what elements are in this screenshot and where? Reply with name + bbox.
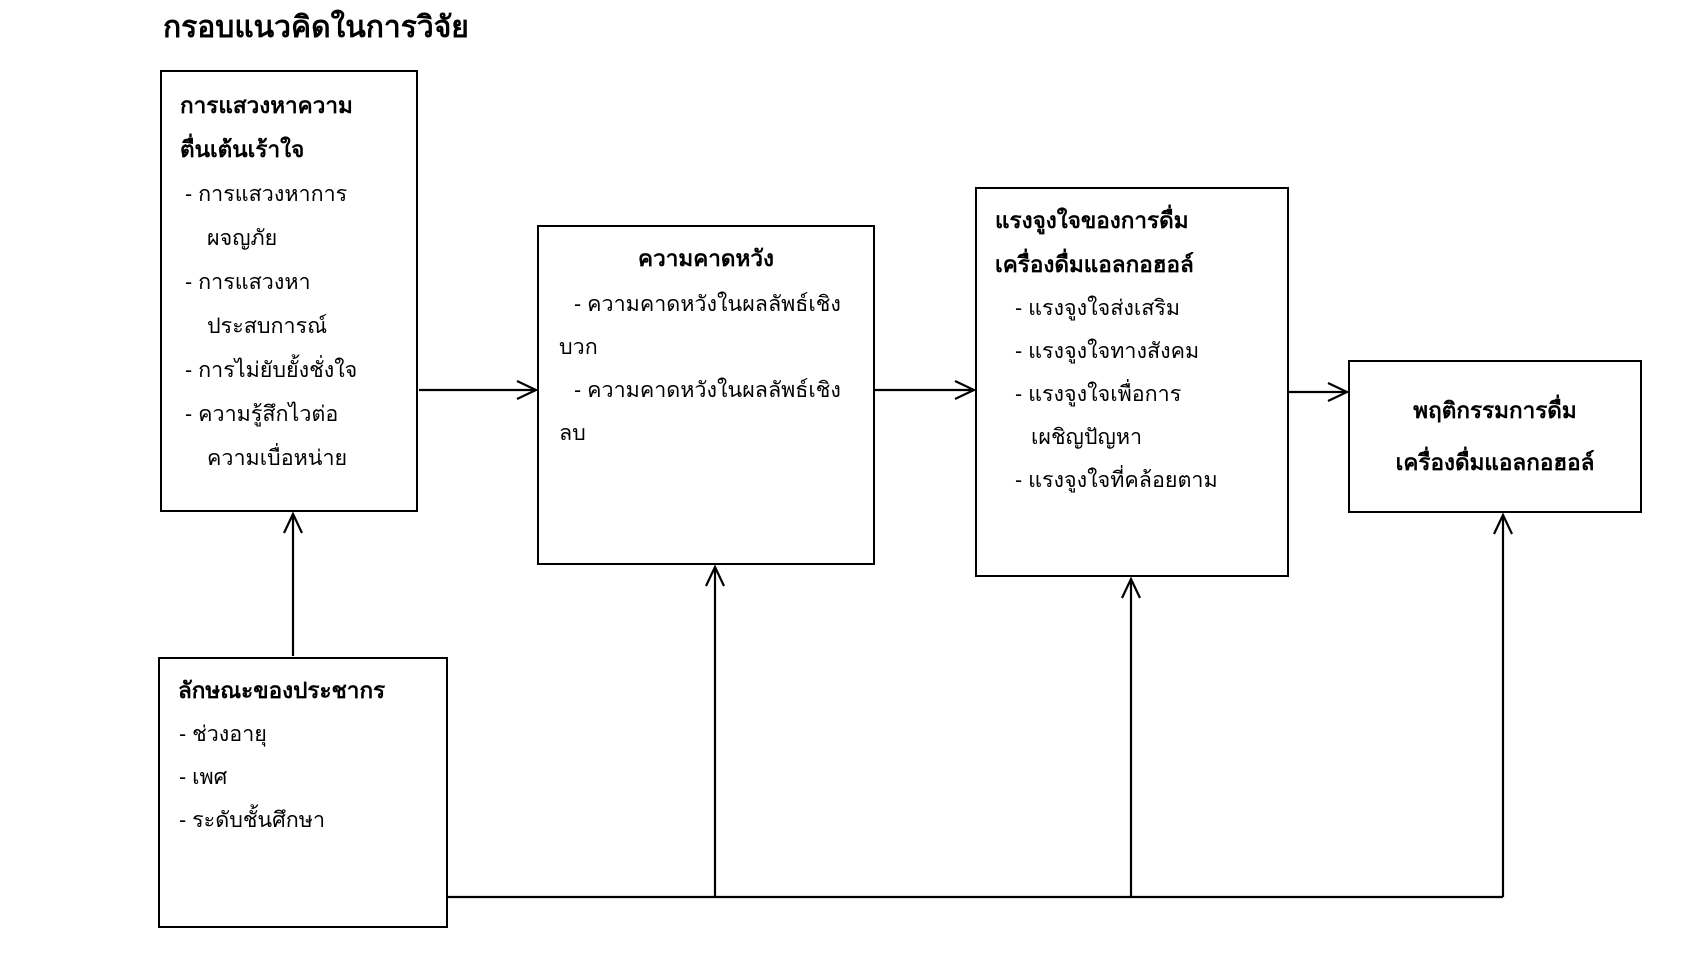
diagram-title: กรอบแนวคิดในการวิจัย xyxy=(163,11,469,44)
list-line: - เพศ xyxy=(179,765,228,789)
list-line: ลบ xyxy=(559,421,586,445)
box-heading-line: พฤติกรรมการดื่ม xyxy=(1413,397,1577,423)
box-drinking-motives: แรงจูงใจของการดื่ม เครื่องดื่มแอลกอฮอล์ … xyxy=(975,187,1289,577)
list-line: - แรงจูงใจทางสังคม xyxy=(1015,339,1200,363)
box-heading-line: ตื่นเต้นเร้าใจ xyxy=(180,137,305,162)
list-line: ประสบการณ์ xyxy=(207,314,328,338)
list-line: บวก xyxy=(559,335,598,359)
box-heading-line: เครื่องดื่มแอลกอฮอล์ xyxy=(995,252,1194,277)
list-line: - การแสวงหา xyxy=(185,270,311,294)
list-line: - การไม่ยับยั้งชั่งใจ xyxy=(185,358,358,382)
box-heading: ลักษณะของประชากร xyxy=(178,678,386,703)
list-line: - ระดับชั้นศึกษา xyxy=(179,808,326,832)
list-line: - ช่วงอายุ xyxy=(179,722,267,746)
list-line: - แรงจูงใจส่งเสริม xyxy=(1015,296,1181,320)
list-line: - ความคาดหวังในผลลัพธ์เชิง xyxy=(574,378,841,402)
list-line: เผชิญปัญหา xyxy=(1031,425,1143,449)
box-heading-line: เครื่องดื่มแอลกอฮอล์ xyxy=(1395,449,1595,475)
list-line: ผจญภัย xyxy=(207,226,278,250)
list-line: - ความรู้สึกไวต่อ xyxy=(185,402,339,426)
list-line: - การแสวงหาการ xyxy=(185,182,348,206)
list-line: - แรงจูงใจที่คล้อยตาม xyxy=(1015,468,1218,492)
box-drinking-behavior: พฤติกรรมการดื่ม เครื่องดื่มแอลกอฮอล์ xyxy=(1348,360,1642,513)
list-line: - ความคาดหวังในผลลัพธ์เชิง xyxy=(574,292,841,316)
box-heading-line: แรงจูงใจของการดื่ม xyxy=(995,208,1189,233)
box-heading-line: การแสวงหาความ xyxy=(180,93,353,118)
list-line: ความเบื่อหน่าย xyxy=(207,446,348,470)
box-heading: ความคาดหวัง xyxy=(638,246,774,271)
list-line: - แรงจูงใจเพื่อการ xyxy=(1015,382,1182,406)
box-sensation-seeking: การแสวงหาความ ตื่นเต้นเร้าใจ - การแสวงหา… xyxy=(160,70,418,512)
box-expectancy: ความคาดหวัง - ความคาดหวังในผลลัพธ์เชิง บ… xyxy=(537,225,875,565)
box-population-characteristics: ลักษณะของประชากร - ช่วงอายุ - เพศ - ระดั… xyxy=(158,657,448,928)
